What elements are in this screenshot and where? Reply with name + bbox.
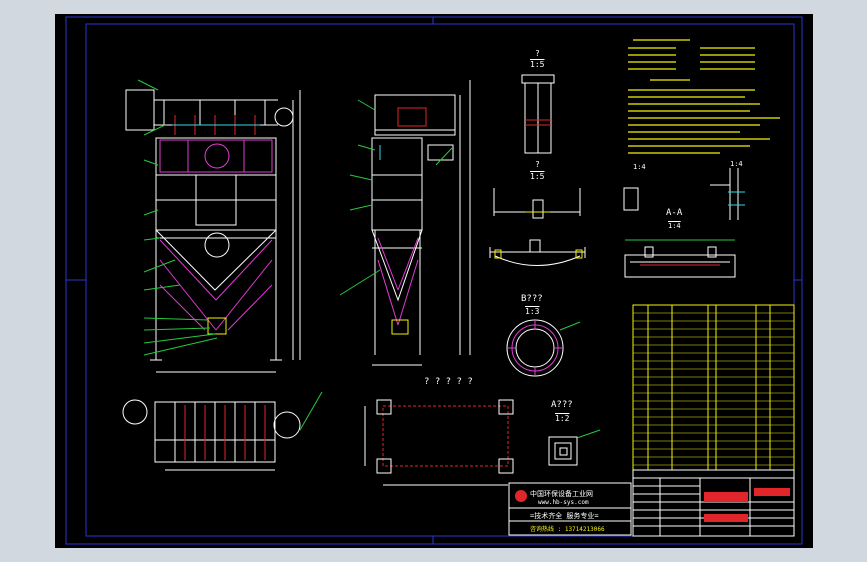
detail-right-scale: 1:4	[730, 160, 743, 168]
plan-view	[122, 399, 301, 471]
detail-1-5-mid-yellow	[494, 211, 583, 259]
side-view-colored	[377, 107, 427, 335]
company-name: 中国环保设备工业网	[530, 490, 593, 498]
detail-mid-scale: 1:5	[530, 172, 545, 181]
front-view-details	[172, 115, 260, 335]
company-slogan: =技术齐全 服务专业=	[530, 512, 599, 520]
detail-top-scale: 1:5	[530, 60, 545, 69]
side-view-leaders	[339, 99, 453, 296]
section-aa	[624, 239, 736, 278]
foundation-plan	[364, 399, 514, 486]
plan-view-leader	[299, 391, 323, 431]
section-aa-title: A-A	[666, 208, 683, 218]
detail-a-scale: 1:2	[555, 414, 570, 423]
plan-view-red	[184, 405, 266, 460]
globe-logo-icon	[515, 490, 527, 502]
parts-list-rows	[633, 312, 794, 466]
company-contact: 咨询热线 : 13714213066	[530, 526, 605, 533]
detail-a	[548, 429, 601, 466]
detail-mid-title: ?	[535, 160, 540, 169]
detail-b-scale: 1:3	[525, 307, 540, 316]
foundation-title: ? ? ? ? ?	[424, 377, 473, 387]
company-website: www.hb-sys.com	[538, 499, 589, 506]
detail-top-title: ?	[535, 49, 540, 58]
detail-1-4	[623, 168, 739, 220]
section-aa-scale: 1:4	[668, 222, 681, 230]
detail-a-title: A???	[551, 400, 573, 410]
technical-notes	[628, 39, 780, 154]
drawing-area	[55, 14, 813, 548]
company-stamp	[508, 482, 632, 536]
detail-1-4-cyan	[728, 191, 745, 206]
detail-1-5-top	[521, 74, 555, 154]
front-view	[125, 89, 301, 373]
detail-b-title: B???	[521, 294, 543, 304]
title-block	[632, 469, 795, 537]
front-view-leaders	[137, 79, 218, 356]
detail-right-scale-left: 1:4	[633, 163, 646, 171]
detail-b	[506, 319, 581, 377]
